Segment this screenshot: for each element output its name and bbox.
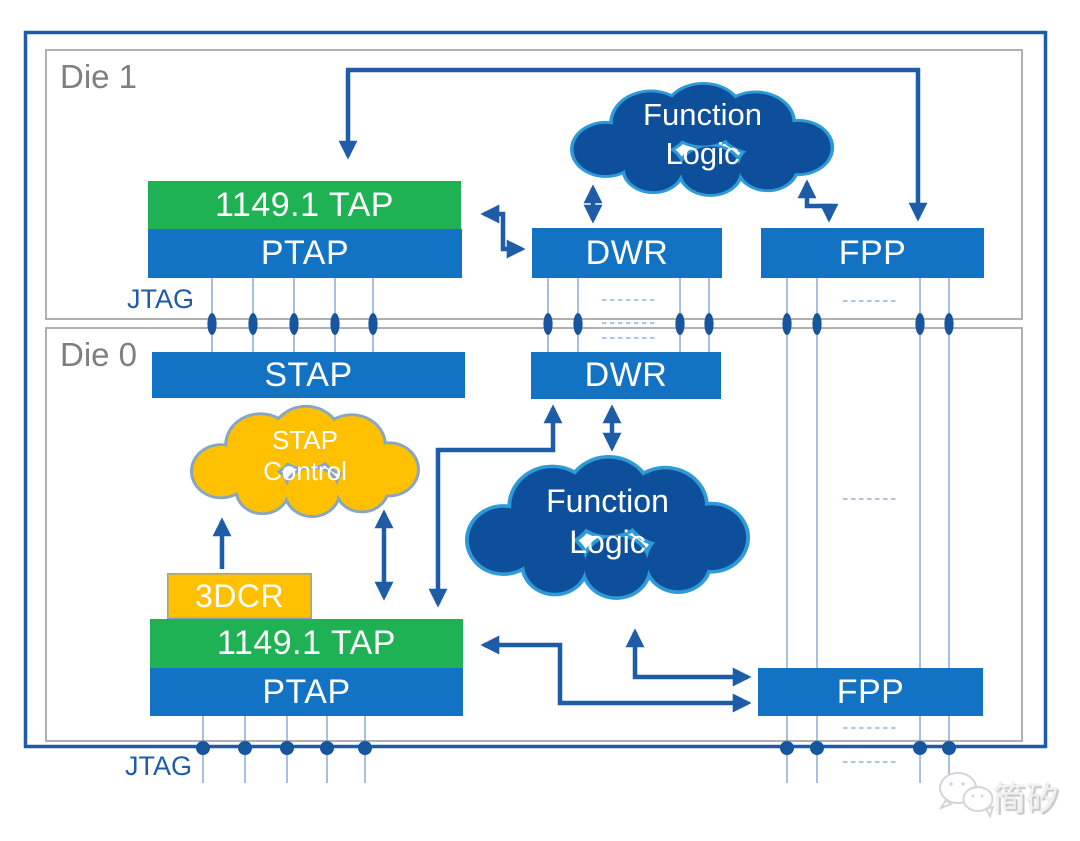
inter-die-bump-connectors [207, 313, 954, 335]
die0-stap-block: STAP [152, 352, 465, 398]
jtag-label-die1: JTAG [127, 284, 194, 314]
function-logic-line2-die0: Logic [569, 524, 646, 560]
package-border [23, 30, 1048, 749]
die0-fpp-block: FPP [758, 668, 983, 716]
die0-arrows [212, 404, 752, 713]
jtag-label-die0: JTAG [125, 751, 192, 781]
package-pin-dots [196, 741, 956, 755]
die1-ptap-block: PTAP [148, 229, 462, 278]
dwr-inter-die-wires [547, 278, 710, 352]
die1-fpp-block: FPP [761, 228, 984, 278]
die0-border [45, 327, 1023, 742]
die1-border [45, 49, 1023, 320]
arrow-cloud-fpp-die0 [625, 628, 752, 687]
arrow-top-to-fpp-die1 [346, 67, 928, 222]
arrow-dwr-to-tap-die0 [428, 404, 563, 608]
die1-arrows [338, 67, 928, 259]
die0-ptap-block: PTAP [150, 668, 463, 716]
function-logic-text-die1: Function Logic [570, 95, 835, 173]
arrow-cloud-fpp-die1 [797, 179, 839, 223]
die1-label: Die 1 [60, 58, 138, 95]
die1-dwr-block: DWR [532, 228, 722, 278]
function-logic-text-die0: Function Logic [465, 481, 750, 563]
function-logic-line1-die0: Function [546, 483, 669, 519]
wechat-logo-icon [938, 772, 995, 819]
die0-1149-tap-block: 1149.1 TAP [150, 619, 463, 668]
watermark-text: 简矽 [993, 780, 1059, 817]
die0-3dcr-block: 3DCR [167, 573, 312, 619]
wire-ellipsis-dashes [602, 299, 896, 763]
die0-label: Die 0 [60, 336, 138, 373]
die1-1149-tap-block: 1149.1 TAP [148, 181, 461, 229]
arrow-tap-fpp-die0 [480, 635, 752, 713]
function-logic-line1-die1: Function [643, 97, 762, 132]
stap-control-text: STAP Control [190, 425, 420, 487]
arrow-tap-dwr-die1 [480, 204, 526, 259]
stap-control-line1: STAP [272, 425, 338, 455]
function-logic-line2-die1: Logic [665, 136, 740, 171]
fpp-inter-die-wires [786, 278, 950, 668]
stap-control-line2: Control [263, 456, 347, 486]
die0-dwr-block: DWR [531, 352, 721, 399]
